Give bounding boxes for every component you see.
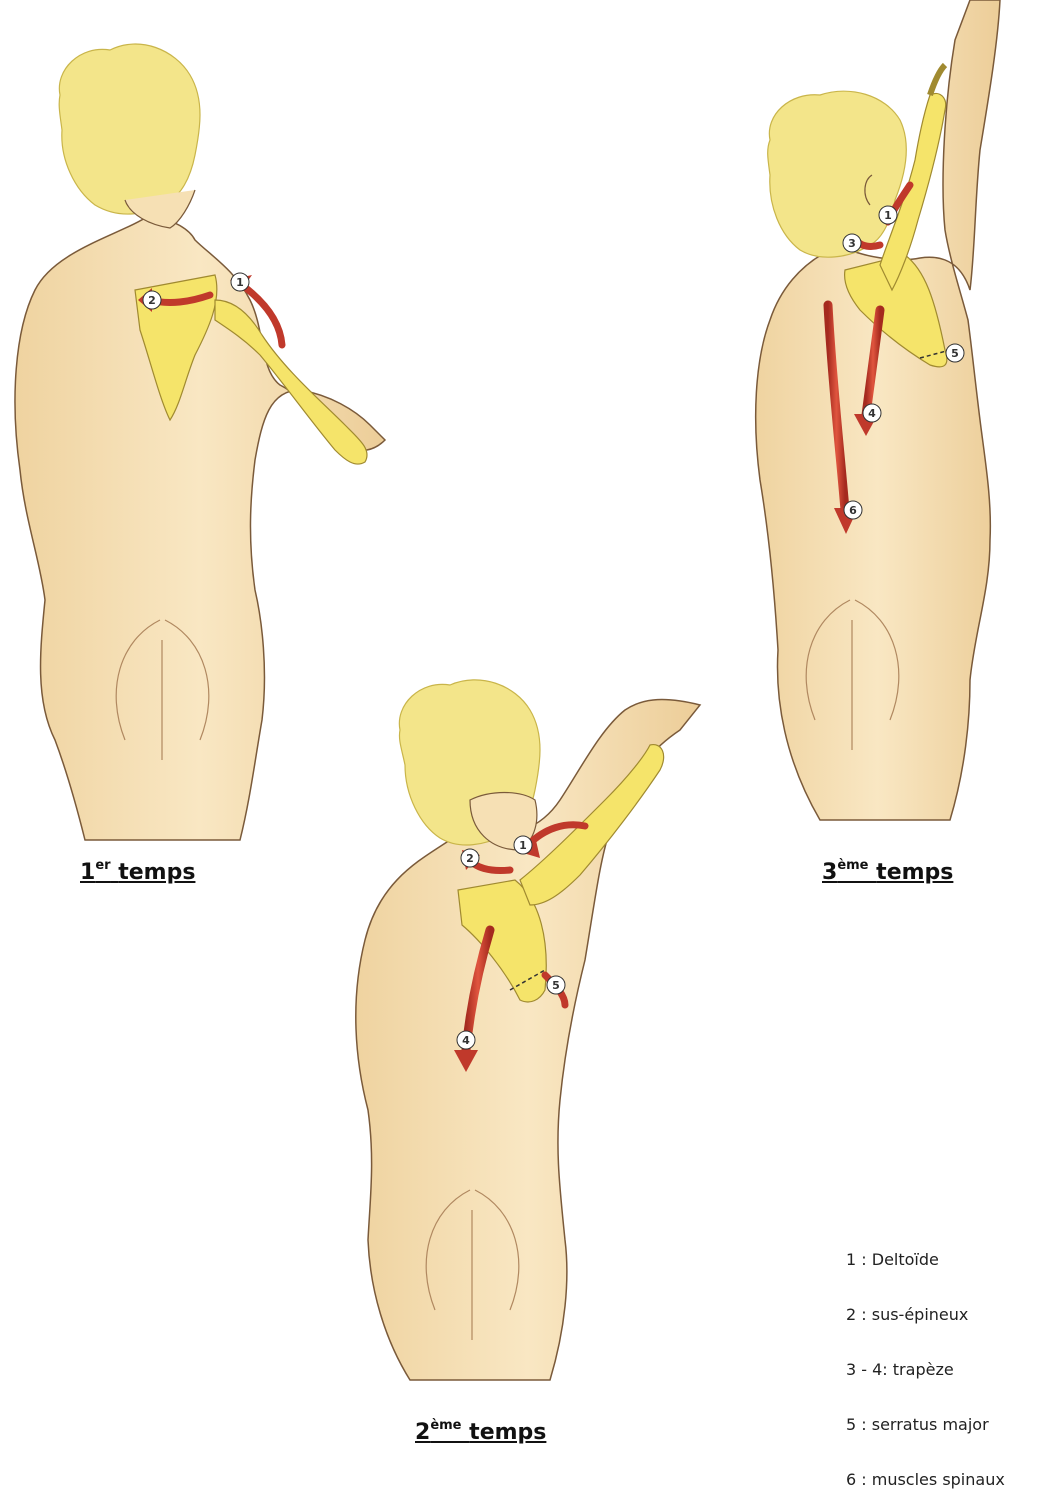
marker-6-fig3: 6 xyxy=(844,501,862,519)
marker-1-fig3: 1 xyxy=(879,206,897,224)
legend-item-supraspinatus: 2 : sus-épineux xyxy=(846,1287,1005,1342)
caption-third-num: 3 xyxy=(822,860,837,885)
caption-first-sup: er xyxy=(95,858,110,873)
caption-first-phase: 1er temps xyxy=(80,860,195,885)
muscle-legend: 1 : Deltoïde 2 : sus-épineux 3 - 4: trap… xyxy=(846,1232,1005,1507)
svg-text:6: 6 xyxy=(849,504,857,517)
radius-fig3 xyxy=(930,65,945,95)
caption-third-sup: ème xyxy=(837,858,868,873)
marker-1-fig2: 1 xyxy=(514,836,532,854)
caption-first-num: 1 xyxy=(80,860,95,885)
caption-first-word: temps xyxy=(118,860,195,885)
figure-second-phase xyxy=(356,680,700,1380)
caption-third-phase: 3ème temps xyxy=(822,860,953,885)
legend-item-trapezius: 3 - 4: trapèze xyxy=(846,1342,1005,1397)
hair-fig3 xyxy=(768,91,907,257)
caption-second-word: temps xyxy=(469,1420,546,1445)
svg-text:3: 3 xyxy=(848,237,856,250)
legend-item-spinal: 6 : muscles spinaux xyxy=(846,1452,1005,1507)
svg-text:1: 1 xyxy=(236,276,244,289)
marker-3-fig3: 3 xyxy=(843,234,861,252)
marker-2-fig2: 2 xyxy=(461,849,479,867)
caption-second-sup: ème xyxy=(430,1418,461,1433)
hair-fig1 xyxy=(59,44,200,214)
marker-4-fig2: 4 xyxy=(457,1031,475,1049)
marker-4-fig3: 4 xyxy=(863,404,881,422)
svg-text:1: 1 xyxy=(884,209,892,222)
marker-2-fig1: 2 xyxy=(143,291,161,309)
caption-second-num: 2 xyxy=(415,1420,430,1445)
svg-text:5: 5 xyxy=(552,979,560,992)
marker-1-fig1: 1 xyxy=(231,273,249,291)
caption-second-phase: 2ème temps xyxy=(415,1420,546,1445)
svg-text:5: 5 xyxy=(951,347,959,360)
svg-text:2: 2 xyxy=(466,852,474,865)
svg-text:4: 4 xyxy=(868,407,876,420)
marker-5-fig3: 5 xyxy=(946,344,964,362)
legend-item-deltoid: 1 : Deltoïde xyxy=(846,1232,1005,1287)
svg-text:1: 1 xyxy=(519,839,527,852)
marker-5-fig2: 5 xyxy=(547,976,565,994)
svg-text:4: 4 xyxy=(462,1034,470,1047)
caption-third-word: temps xyxy=(876,860,953,885)
svg-text:2: 2 xyxy=(148,294,156,307)
figure-first-phase xyxy=(15,44,385,840)
legend-item-serratus: 5 : serratus major xyxy=(846,1397,1005,1452)
